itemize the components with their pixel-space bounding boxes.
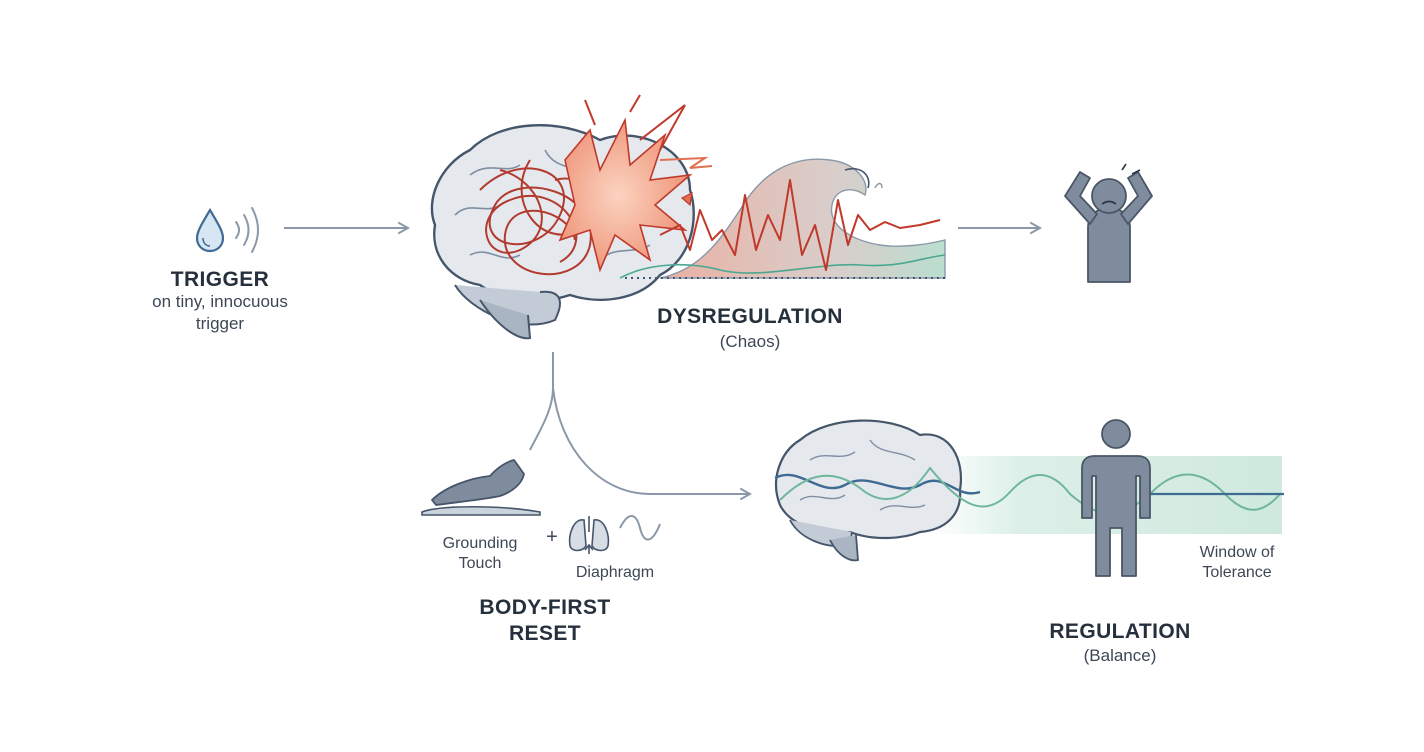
explosion-icon (558, 94, 713, 273)
plus-sign: + (546, 526, 558, 548)
diaphragm-label: Diaphragm (575, 564, 655, 581)
water-drop-icon (195, 207, 225, 253)
brain-icon (775, 419, 963, 562)
trigger-subtitle-line1: on tiny, innocuous (152, 292, 288, 311)
standing-person-icon (1081, 419, 1151, 577)
reset-arrow (552, 387, 750, 494)
regulation-subtitle: (Balance) (1083, 646, 1157, 665)
branch-line (529, 352, 554, 451)
breath-wave-icon (619, 515, 661, 541)
reset-title-line2: RESET (508, 622, 581, 645)
chaotic-signal-line (659, 179, 941, 271)
window-of-tolerance-line1: Window of (1199, 544, 1275, 561)
regulated-wave-blue (774, 473, 981, 495)
trigger-subtitle-line2: trigger (195, 314, 245, 333)
grounding-touch-line1: Grounding (442, 535, 518, 552)
window-of-tolerance-line2: Tolerance (1202, 564, 1272, 581)
reset-title-line1: BODY-FIRST (479, 596, 611, 619)
dysregulation-subtitle: (Chaos) (719, 332, 781, 351)
grounding-touch-line2: Touch (458, 555, 502, 572)
distressed-person-icon (1064, 163, 1153, 283)
dysregulation-title: DYSREGULATION (657, 305, 843, 328)
trigger-title: TRIGGER (170, 268, 270, 291)
regulation-title: REGULATION (1049, 620, 1191, 643)
lungs-icon (568, 516, 610, 554)
regulated-wave-teal (779, 466, 1281, 515)
hand-icon (421, 459, 541, 516)
ripple-icon (235, 207, 259, 253)
